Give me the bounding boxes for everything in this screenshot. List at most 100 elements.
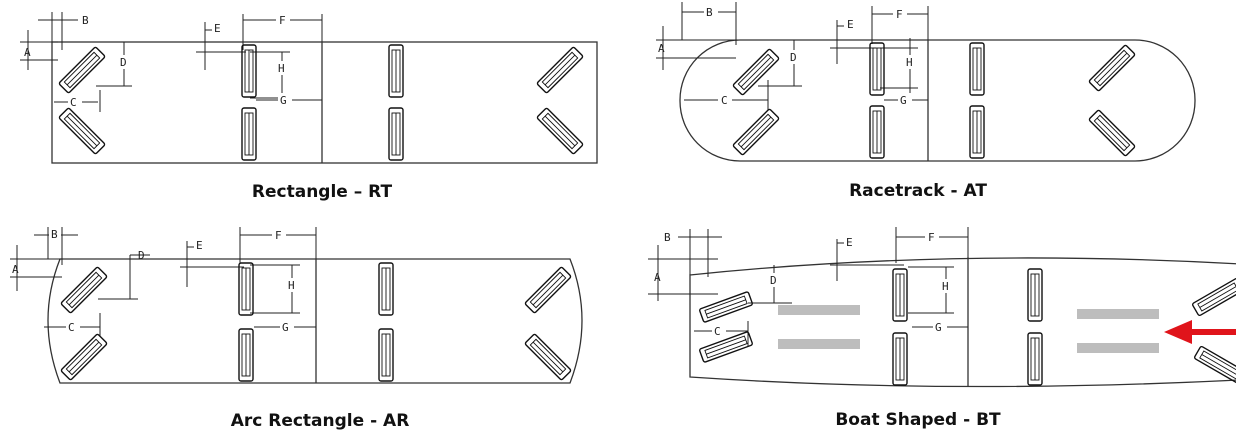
dimension-c: C	[44, 313, 101, 337]
label-g: G	[935, 321, 942, 334]
light-head	[1194, 345, 1236, 385]
light-head	[58, 46, 106, 94]
dimension-a: A	[648, 245, 718, 301]
label-e: E	[846, 236, 853, 249]
light-head	[732, 108, 780, 156]
racetrack-diagram: A B C D E	[656, 2, 1196, 162]
light-head	[58, 107, 106, 155]
arc-rectangle-diagram: A B C D E	[10, 227, 583, 384]
light-head	[388, 44, 404, 98]
dimension-c: C	[54, 90, 101, 112]
label-g: G	[282, 321, 289, 334]
light-head	[969, 105, 985, 159]
light-head	[1027, 332, 1043, 386]
light-head	[1088, 109, 1136, 157]
grey-bar	[1077, 309, 1159, 319]
label-a: A	[658, 42, 665, 55]
light-head	[388, 107, 404, 161]
light-head	[60, 333, 108, 381]
dimension-f: F	[242, 13, 323, 50]
dimension-e: E	[180, 239, 244, 287]
dimension-b: B	[664, 229, 722, 277]
label-g: G	[280, 94, 287, 107]
label-c: C	[721, 94, 728, 107]
light-head	[238, 328, 254, 382]
grey-bar	[778, 305, 860, 315]
label-h: H	[278, 62, 285, 75]
light-head	[536, 46, 584, 94]
dimension-b: B	[34, 227, 78, 265]
boat-outline	[689, 257, 1236, 388]
label-h: H	[288, 279, 295, 292]
dimension-d: D	[98, 249, 150, 300]
light-head	[536, 107, 584, 155]
dimension-f: F	[239, 227, 317, 263]
label-b: B	[664, 231, 671, 244]
rectangle-outline	[51, 41, 598, 164]
dimension-h: H	[250, 51, 290, 99]
light-head	[1192, 277, 1236, 317]
label-b: B	[82, 14, 89, 27]
light-head	[238, 262, 254, 316]
light-head	[378, 328, 394, 382]
light-head	[241, 44, 257, 98]
light-head	[241, 107, 257, 161]
caption-boat-shaped: Boat Shaped - BT	[835, 410, 1001, 430]
light-head	[699, 291, 753, 323]
light-head	[892, 268, 908, 322]
light-head	[869, 42, 885, 96]
label-a: A	[12, 263, 19, 276]
dimension-d: D	[96, 42, 132, 87]
dimension-e: E	[830, 18, 876, 64]
dimension-g: G	[256, 93, 322, 107]
dimension-h: H	[880, 38, 918, 98]
label-b: B	[51, 228, 58, 241]
label-c: C	[714, 325, 721, 338]
light-head	[524, 266, 572, 314]
dimension-e: E	[830, 236, 904, 281]
label-a: A	[24, 46, 31, 59]
label-a: A	[654, 271, 661, 284]
light-head	[60, 266, 108, 314]
dimension-c: C	[684, 80, 769, 110]
label-d: D	[138, 249, 145, 262]
label-f: F	[928, 231, 935, 244]
dimension-e: E	[196, 22, 246, 70]
label-c: C	[68, 321, 75, 334]
caption-racetrack: Racetrack - AT	[849, 181, 987, 201]
dimension-h: H	[250, 264, 300, 314]
dimension-d: D	[748, 265, 792, 304]
dimension-g: G	[254, 320, 316, 334]
dimension-c: C	[694, 321, 749, 347]
dimension-a: A	[656, 26, 738, 70]
dimension-g: G	[912, 320, 968, 334]
dimension-a: A	[10, 245, 62, 291]
dimension-f: F	[895, 227, 969, 263]
label-d: D	[120, 56, 127, 69]
light-head	[699, 331, 753, 363]
label-h: H	[906, 56, 913, 69]
dimension-b: B	[681, 2, 737, 45]
label-e: E	[214, 22, 221, 35]
label-f: F	[279, 14, 286, 27]
label-e: E	[196, 239, 203, 252]
light-head	[969, 42, 985, 96]
dimension-h: H	[908, 266, 954, 314]
rectangle-diagram: A B C D E	[20, 12, 598, 164]
dimension-d: D	[758, 40, 802, 87]
label-d: D	[790, 51, 797, 64]
light-head	[1088, 44, 1136, 92]
grey-bar	[1077, 343, 1159, 353]
dimension-f: F	[871, 6, 929, 44]
light-head	[1027, 268, 1043, 322]
grey-bar	[778, 339, 860, 349]
caption-arc-rectangle: Arc Rectangle - AR	[230, 411, 410, 431]
light-head	[378, 262, 394, 316]
light-head	[869, 105, 885, 159]
caption-rectangle: Rectangle – RT	[251, 182, 393, 202]
label-g: G	[900, 94, 907, 107]
label-c: C	[70, 96, 77, 109]
label-f: F	[275, 229, 282, 242]
dimension-g: G	[884, 93, 928, 107]
